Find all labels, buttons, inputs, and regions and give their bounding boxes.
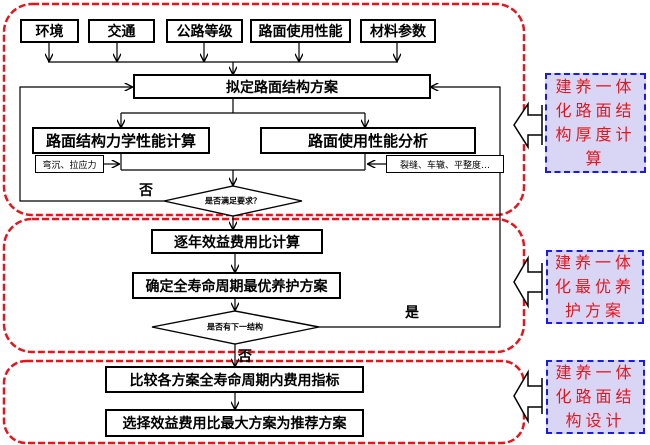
- group-selection: [2, 359, 526, 445]
- input-pavement-performance: 路面使用性能: [250, 19, 351, 43]
- input-traffic: 交通: [88, 19, 155, 43]
- draft-structure-box: 拟定路面结构方案: [133, 74, 431, 99]
- branch-connectors: [104, 98, 386, 185]
- input-environment: 环境: [20, 19, 79, 43]
- note-thickness-calc: 建养一体化路面结构厚度计算: [545, 73, 646, 173]
- mechanics-calc-box: 路面结构力学性能计算: [32, 127, 210, 154]
- recommend-scheme-box: 选择效益费用比最大方案为推荐方案: [105, 409, 364, 437]
- input-road-grade: 公路等级: [166, 19, 243, 43]
- performance-analysis-box: 路面使用性能分析: [260, 127, 476, 154]
- hollow-arrow-icon: [513, 101, 543, 150]
- note-structure-design: 建养一体化路面结构设计: [546, 360, 645, 434]
- loop-no-connector: [19, 87, 233, 229]
- hollow-arrow-icon: [513, 255, 543, 309]
- decision-requirements-label: 是否满足要求？: [205, 196, 261, 206]
- compare-costs-box: 比较各方案全寿命周期内费用指标: [105, 366, 364, 393]
- note-optimal-maintenance: 建养一体化最优养护方案: [546, 250, 644, 324]
- deflection-stress-input: 弯沉、拉应力: [35, 155, 104, 173]
- hollow-arrow-icon: [513, 369, 543, 424]
- annual-bcr-box: 逐年效益费用比计算: [151, 229, 323, 254]
- input-connectors: [48, 42, 398, 74]
- optimal-maintenance-box: 确定全寿命周期最优养护方案: [132, 272, 341, 299]
- yes-label: 是: [405, 305, 419, 321]
- decision-next-structure-label: 是否有下一结构: [207, 322, 263, 332]
- no-label-loop: 否: [139, 183, 153, 199]
- input-material-params: 材料参数: [360, 19, 436, 43]
- distress-input: 裂缝、车辙、平整度…: [386, 155, 504, 173]
- no-label-continue: 否: [238, 349, 252, 365]
- loop-yes-connector: [235, 87, 501, 409]
